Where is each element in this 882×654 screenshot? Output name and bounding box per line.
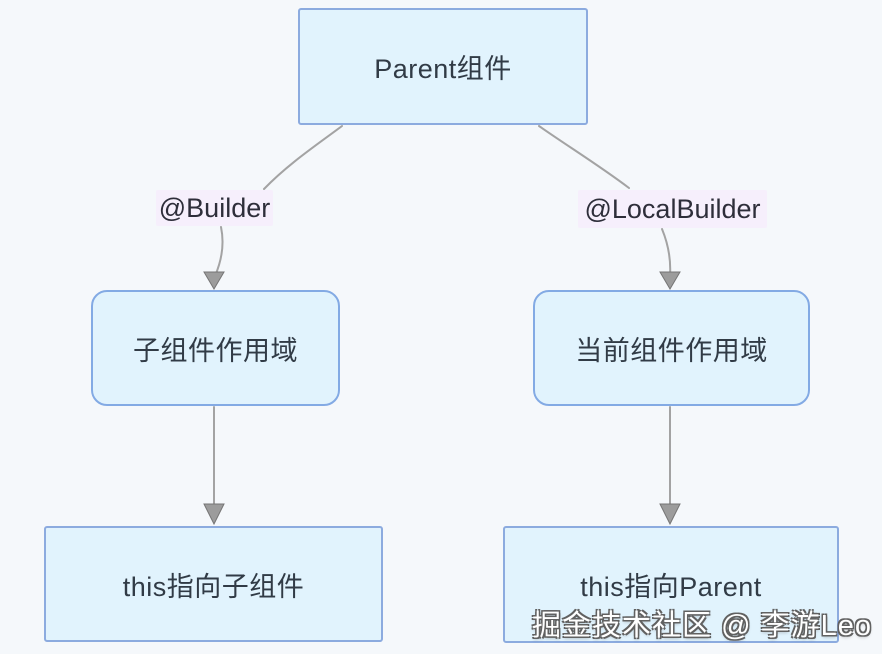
watermark: 掘金技术社区 @ 李游Leo [532, 610, 872, 642]
node-child-scope-label: 子组件作用域 [133, 335, 298, 366]
node-this-points-to-parent: this指向Parent [503, 526, 839, 643]
node-parent-component: Parent组件 [298, 8, 588, 125]
arrowhead-this-child [203, 503, 225, 526]
arrowhead-current-scope [659, 271, 681, 290]
tag-builder-decorator: @Builder [156, 190, 273, 226]
edge-parent-to-builder [263, 125, 343, 190]
node-child-component-scope: 子组件作用域 [91, 290, 340, 406]
node-current-component-scope: 当前组件作用域 [533, 290, 810, 406]
node-this-child-label: this指向子组件 [122, 571, 305, 602]
arrowhead-child-scope [203, 271, 225, 290]
tag-local-builder-label: @LocalBuilder [584, 193, 761, 224]
node-this-parent-label: this指向Parent [580, 572, 762, 602]
edge-parent-to-local-builder [538, 125, 630, 189]
node-this-points-to-child: this指向子组件 [44, 526, 383, 642]
tag-builder-label: @Builder [158, 192, 271, 223]
node-parent-label: Parent组件 [374, 54, 512, 84]
arrowhead-this-parent [659, 503, 681, 526]
tag-local-builder-decorator: @LocalBuilder [578, 190, 767, 228]
edge-local-builder-to-current-scope [661, 228, 672, 277]
edge-builder-to-child-scope [214, 226, 224, 277]
node-current-scope-label: 当前组件作用域 [575, 335, 768, 366]
